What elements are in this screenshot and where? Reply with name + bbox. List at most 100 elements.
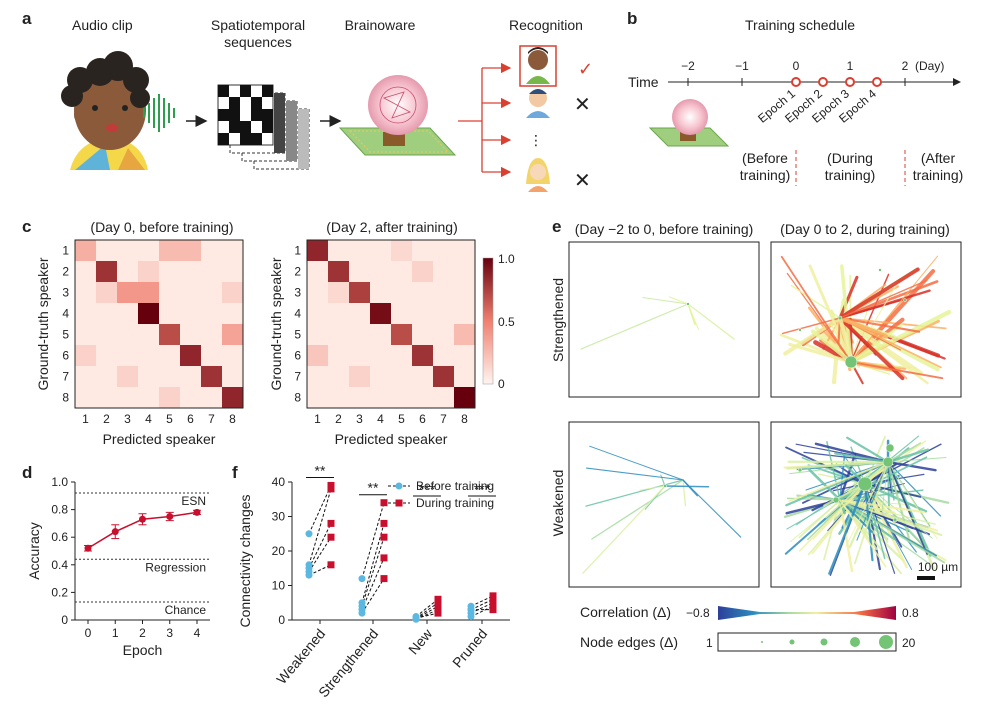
network-left-title: (Day −2 to 0, before training): [575, 221, 754, 237]
panel-e: e (Day −2 to 0, before training) (Day 0 …: [550, 217, 962, 652]
heatmap-cell: [117, 366, 138, 387]
sequence-cell: [218, 85, 229, 97]
heatmap-xtick-label: 3: [124, 412, 131, 426]
before-point: [358, 609, 366, 617]
network-edge: [887, 456, 947, 463]
tick-minus-1: −1: [735, 59, 749, 73]
legend-marker-before: [395, 482, 403, 490]
heatmap-cell: [454, 324, 475, 345]
panel-e-letter: e: [552, 217, 561, 236]
network-edge: [839, 279, 928, 319]
phase-during-2: training): [825, 167, 876, 183]
heatmap-cell: [307, 366, 328, 387]
heatmap-ytick-label: 1: [294, 244, 301, 258]
network-edge: [887, 461, 938, 539]
network-edge: [585, 467, 684, 481]
panel-b-letter: b: [627, 9, 637, 28]
heatmap-cell: [180, 282, 201, 303]
heatmap-cell: [75, 324, 96, 345]
heatmap-ytick-label: 7: [294, 370, 301, 384]
network-edge: [687, 303, 735, 340]
heatmap-cell: [391, 240, 412, 261]
heatmap-cell: [201, 261, 222, 282]
network-edge: [828, 482, 867, 575]
sequence-cell: [286, 137, 297, 149]
legend-label-before: Before training: [416, 479, 494, 493]
x-tick-label: 3: [166, 626, 173, 640]
heatmap-cell: [159, 345, 180, 366]
wrong-x-icon-2: ✕: [574, 170, 591, 192]
network-edge: [798, 483, 866, 552]
heatmap-cell: [454, 282, 475, 303]
heatmap-ytick-label: 6: [294, 349, 301, 363]
tick-0: 0: [793, 59, 800, 73]
heatmap-cell: [75, 366, 96, 387]
before-point: [467, 613, 475, 621]
heatmap-ytick-label: 8: [294, 391, 301, 405]
heatmap-cell: [433, 324, 454, 345]
heatmap-cell: [75, 240, 96, 261]
network-edge: [812, 461, 889, 540]
heatmap-xtick-label: 7: [208, 412, 215, 426]
heatmap-cell: [307, 282, 328, 303]
network-node: [832, 496, 840, 504]
during-point: [327, 533, 335, 541]
heatmap-cell: [180, 345, 201, 366]
panel-c-letter: c: [22, 217, 31, 236]
heatmap-cell: [328, 324, 349, 345]
accuracy-point: [139, 515, 146, 523]
heatmap-cell: [391, 324, 412, 345]
network-edge: [664, 485, 710, 488]
sound-wave-icon: [143, 94, 175, 132]
network-edge: [788, 342, 853, 364]
tick-2: 2: [902, 59, 909, 73]
y-tick-label: 0.8: [51, 503, 68, 517]
during-point: [327, 561, 335, 569]
network-edge: [825, 461, 889, 519]
sequence-cell: [274, 105, 285, 117]
heatmap-cell: [75, 345, 96, 366]
heatmap-cell: [180, 366, 201, 387]
before-point: [305, 530, 313, 538]
heatmap-cell: [454, 261, 475, 282]
y-tick-label: 0.4: [51, 558, 68, 572]
node-size-circles: [761, 635, 893, 649]
heatmap-xtick-label: 2: [103, 412, 110, 426]
heatmap-xtick-label: 2: [335, 412, 342, 426]
network-node: [798, 328, 802, 332]
paired-line: [361, 557, 385, 610]
heatmap-ytick-label: 2: [294, 265, 301, 279]
heatmap-xtick-label: 7: [440, 412, 447, 426]
significance-label: ***: [474, 481, 491, 497]
heatmap-cell: [328, 387, 349, 408]
network-edge: [798, 499, 841, 539]
paired-line: [470, 595, 494, 607]
heatmap-cell: [391, 303, 412, 324]
heatmap-cell: [138, 345, 159, 366]
network-node: [797, 467, 803, 473]
phase-during-1: (During: [827, 150, 873, 166]
heatmap-frame: [306, 239, 476, 409]
reference-line-label: ESN: [181, 494, 206, 508]
paired-line: [308, 564, 332, 576]
node-edges-legend-label: Node edges (Δ): [580, 634, 678, 650]
heatmap-xtick-label: 1: [82, 412, 89, 426]
sequence-cell: [251, 97, 262, 109]
child-illustration: [61, 51, 150, 170]
unit-day: (Day): [915, 59, 944, 73]
y-tick-label: 0.6: [51, 530, 68, 544]
network-node: [857, 476, 873, 492]
heatmap-ytick-label: 7: [62, 370, 69, 384]
during-point: [380, 519, 388, 527]
y-tick-label: 0: [61, 613, 68, 627]
during-point: [327, 519, 335, 527]
network-edge: [639, 485, 666, 491]
heatmap-cell: [222, 387, 243, 408]
colorbar-tick-min: 0: [498, 377, 505, 391]
panel-f-letter: f: [232, 463, 238, 482]
y-tick-label: 10: [272, 579, 286, 593]
spatiotemporal-sequence-stack: [217, 84, 310, 170]
significance-label: ***: [419, 481, 436, 497]
heatmap-cell: [307, 261, 328, 282]
